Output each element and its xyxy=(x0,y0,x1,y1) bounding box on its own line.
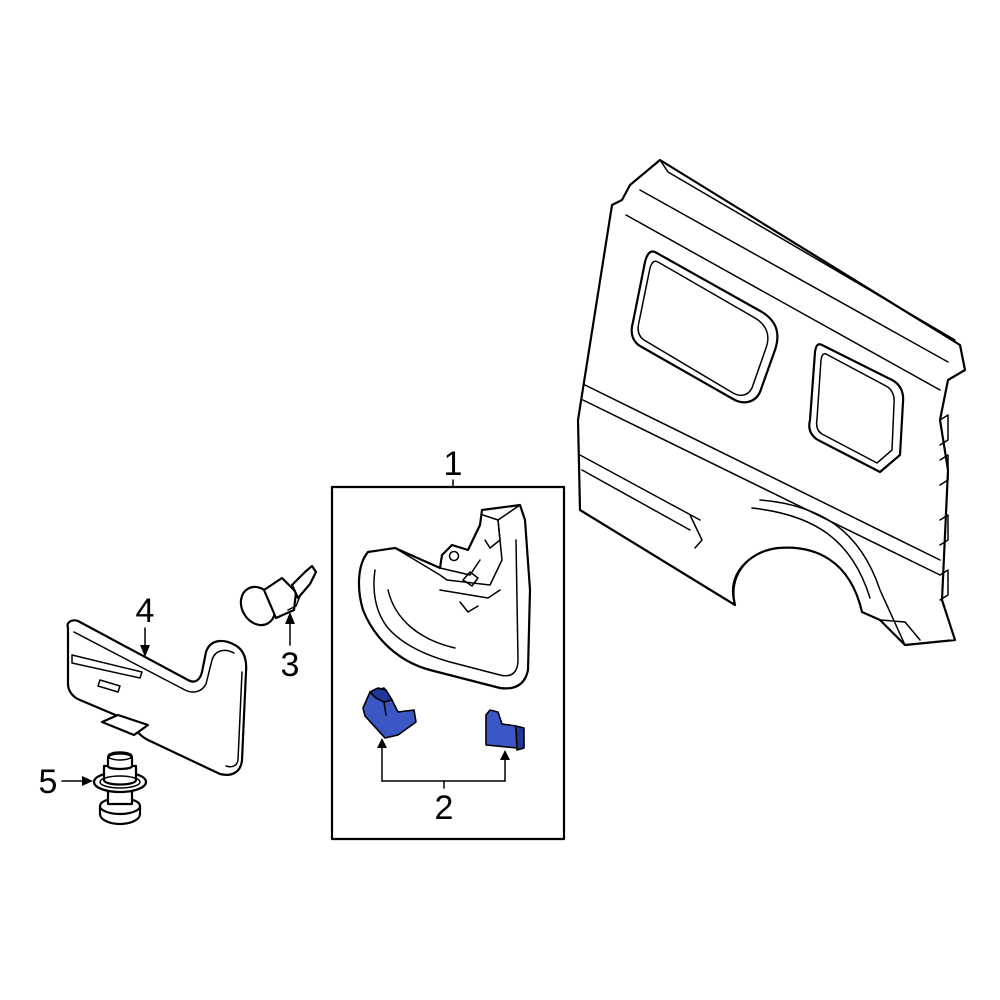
retainer-3 xyxy=(239,564,318,627)
bracket-right xyxy=(485,709,525,751)
callout-1-label: 1 xyxy=(444,445,463,483)
splash-shield xyxy=(66,619,248,776)
mud-flap xyxy=(357,503,532,690)
callout-5-arrowhead xyxy=(82,776,93,786)
callout-4-arrowhead xyxy=(140,645,150,657)
callout-4-label: 4 xyxy=(136,592,155,630)
callout-5-label: 5 xyxy=(39,763,58,801)
callout-1-group: 1 xyxy=(330,445,566,841)
callout-2-label: 2 xyxy=(435,789,454,827)
callout-2-leaders xyxy=(377,738,510,789)
retainer-5 xyxy=(92,751,148,826)
kit-box xyxy=(330,485,566,841)
quarter-panel xyxy=(576,158,967,647)
bracket-left xyxy=(362,687,417,739)
callout-3-arrowhead xyxy=(285,612,295,624)
callout-3-label: 3 xyxy=(281,646,300,684)
